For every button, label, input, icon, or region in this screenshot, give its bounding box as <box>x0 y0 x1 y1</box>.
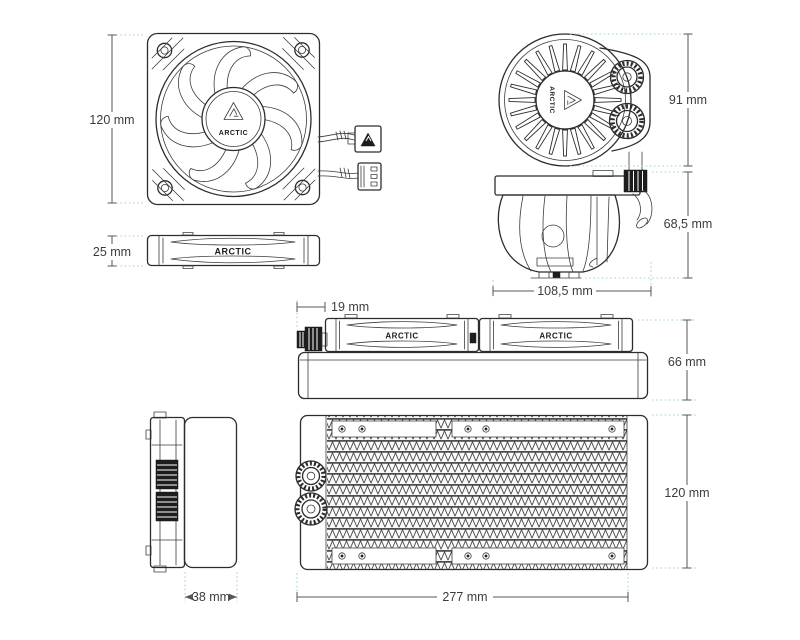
radiator-fan-profile-2: ARCTIC <box>478 314 634 353</box>
arctic-logo: ARCTIC <box>548 86 582 114</box>
arctic-logo: ARCTIC <box>219 102 248 137</box>
arctic-wordmark: ARCTIC <box>539 332 572 341</box>
dimension-label: 25 mm <box>93 245 131 259</box>
arctic-wordmark: ARCTIC <box>548 86 555 114</box>
dimension-label: 277 mm <box>442 590 487 604</box>
end-hose-fittings <box>155 459 179 522</box>
pump-hose-fittings <box>608 59 646 140</box>
fan-side-view: ARCTIC <box>146 232 321 269</box>
dimension-fan-size: 120 mm <box>89 34 145 204</box>
radiator-front-view <box>294 414 649 571</box>
mounting-plates <box>331 420 625 565</box>
radiator-top-view: ARCTIC ARCTIC <box>296 314 649 400</box>
radiator-hose-fitting <box>296 326 328 352</box>
dimension-label: 38 mm <box>192 590 230 604</box>
radiator-fins <box>327 416 627 569</box>
fan-cables <box>317 125 382 191</box>
dimension-label: 120 mm <box>89 113 134 127</box>
arctic-wordmark: ARCTIC <box>219 130 248 137</box>
dimension-pump-height: 68,5 mm <box>585 171 713 279</box>
pwm-connector <box>357 162 382 191</box>
radiator-end-view <box>145 411 238 573</box>
dimension-radiator-depth: 38 mm <box>184 572 238 604</box>
arctic-wordmark: ARCTIC <box>215 247 252 257</box>
pump-feet <box>530 271 582 279</box>
dimension-label: 91 mm <box>669 93 707 107</box>
dimension-pump-width: 91 mm <box>570 33 707 167</box>
arctic-triangle-icon <box>360 132 376 147</box>
dimension-radiator-length: 277 mm <box>296 573 629 604</box>
dimension-radiator-width: 120 mm <box>652 414 710 569</box>
dimension-pump-length: 108,5 mm <box>492 262 652 298</box>
dimension-fan-thickness: 25 mm <box>93 235 145 267</box>
dimension-fitting-length: 19 mm <box>296 300 369 328</box>
radiator-ports <box>294 460 328 526</box>
dimension-label: 120 mm <box>664 486 709 500</box>
arctic-wordmark: ARCTIC <box>385 332 418 341</box>
dimension-label: 108,5 mm <box>537 284 593 298</box>
daisy-chain-connector <box>347 125 382 153</box>
radiator-bar <box>297 351 649 400</box>
screw-holes <box>338 425 616 560</box>
pump-top-view: ARCTIC <box>498 33 651 172</box>
dimension-radiator-fans-height: 66 mm <box>638 319 706 401</box>
pump-side-view <box>494 169 653 279</box>
dimension-label: 19 mm <box>331 300 369 314</box>
fan-front-view: ARCTIC <box>146 32 321 206</box>
radiator-fan-profile-1: ARCTIC <box>324 314 480 353</box>
dimension-label: 66 mm <box>668 355 706 369</box>
dimension-label: 68,5 mm <box>664 217 713 231</box>
hose-fitting <box>623 169 648 193</box>
